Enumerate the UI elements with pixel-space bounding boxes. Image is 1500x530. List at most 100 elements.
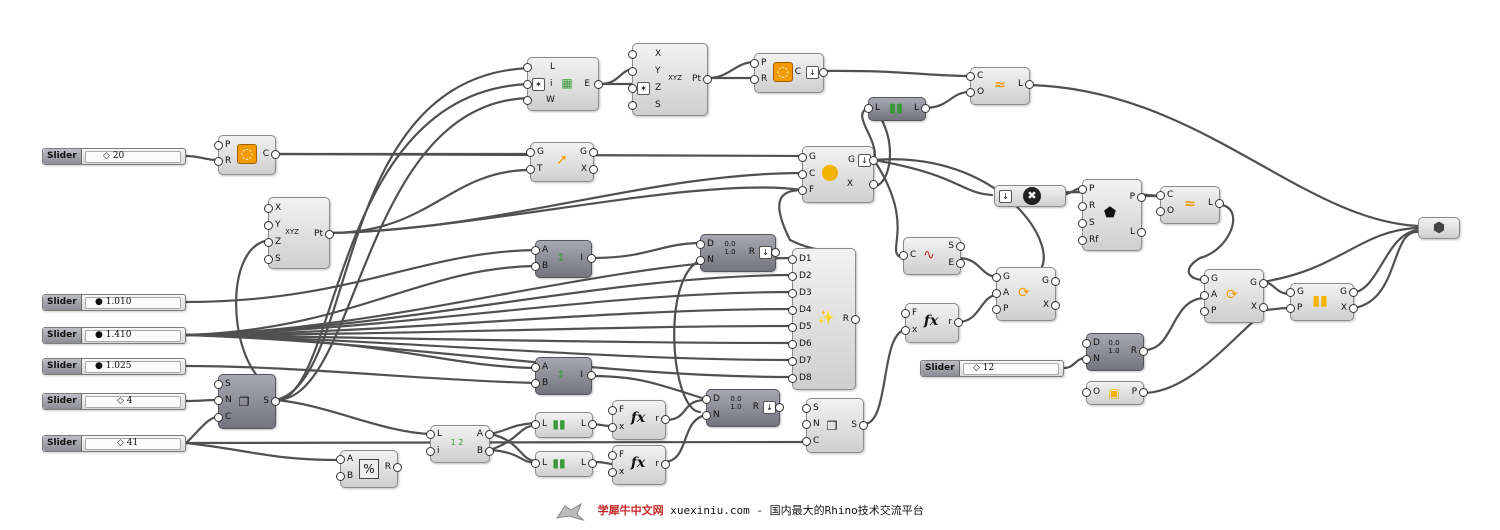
rotate-component[interactable]: G A P ⟳ G X bbox=[992, 267, 1060, 321]
port-grip[interactable] bbox=[1200, 275, 1209, 284]
plane-component[interactable]: O ▣ P bbox=[1082, 381, 1148, 405]
slider-track[interactable] bbox=[85, 297, 181, 309]
port-grip[interactable] bbox=[588, 459, 597, 468]
port-grip[interactable] bbox=[526, 148, 535, 157]
evaluate-length-component[interactable]: L i W ✶ ▦ E bbox=[523, 57, 603, 111]
port-grip[interactable] bbox=[851, 315, 860, 324]
series-component-2[interactable]: S N C ❐ S bbox=[802, 398, 868, 453]
port-grip[interactable] bbox=[1259, 303, 1268, 312]
port-grip[interactable] bbox=[608, 406, 617, 415]
port-grip[interactable] bbox=[859, 421, 868, 430]
port-grip[interactable] bbox=[531, 363, 540, 372]
graft-toggle[interactable]: ✶ bbox=[532, 78, 545, 91]
port-grip[interactable] bbox=[264, 221, 273, 230]
gradient-component[interactable]: D1 D2 D3 D4 D5 D6 D7 D8 ✨ R bbox=[788, 248, 860, 390]
reverse-list-component-2[interactable]: L ▮▮ L bbox=[531, 451, 597, 477]
slider-track[interactable] bbox=[85, 151, 181, 163]
port-grip[interactable] bbox=[992, 305, 1001, 314]
port-grip[interactable] bbox=[608, 451, 617, 460]
construct-point-component-2[interactable]: X Y Z S XYZ Pt bbox=[264, 197, 334, 269]
port-grip[interactable] bbox=[426, 430, 435, 439]
port-grip[interactable] bbox=[271, 150, 280, 159]
port-grip[interactable] bbox=[588, 420, 597, 429]
series-component[interactable]: S N C ❐ S bbox=[214, 374, 280, 429]
port-grip[interactable] bbox=[628, 67, 637, 76]
slider-track[interactable] bbox=[85, 438, 181, 450]
curve-component[interactable]: C ∿ S E bbox=[899, 237, 965, 275]
port-grip[interactable] bbox=[523, 63, 532, 72]
scale-component[interactable]: G T ➚ G X bbox=[526, 142, 598, 182]
port-grip[interactable] bbox=[523, 96, 532, 105]
port-grip[interactable] bbox=[587, 254, 596, 263]
port-grip[interactable] bbox=[1051, 301, 1060, 310]
slider-20[interactable]: Slider ◇ 20 bbox=[42, 148, 186, 165]
port-grip[interactable] bbox=[1349, 304, 1358, 313]
mirror-component[interactable]: G P ▮▮ G X bbox=[1286, 283, 1358, 321]
port-grip[interactable] bbox=[1078, 185, 1087, 194]
port-grip[interactable] bbox=[901, 309, 910, 318]
slider-41[interactable]: Slider ◇ 41 bbox=[42, 435, 186, 452]
port-grip[interactable] bbox=[750, 75, 759, 84]
port-grip[interactable] bbox=[526, 165, 535, 174]
slider-1010[interactable]: Slider ● 1.010 bbox=[42, 294, 186, 311]
port-grip[interactable] bbox=[214, 413, 223, 422]
port-grip[interactable] bbox=[703, 75, 712, 84]
port-grip[interactable] bbox=[587, 371, 596, 380]
port-grip[interactable] bbox=[214, 380, 223, 389]
port-grip[interactable] bbox=[1137, 228, 1146, 237]
slider-4[interactable]: Slider ◇ 4 bbox=[42, 393, 186, 410]
port-grip[interactable] bbox=[864, 104, 873, 113]
port-grip[interactable] bbox=[393, 463, 402, 472]
expression-component-3[interactable]: F x fx r bbox=[901, 303, 963, 343]
port-grip[interactable] bbox=[628, 50, 637, 59]
port-grip[interactable] bbox=[802, 420, 811, 429]
slider-track[interactable] bbox=[963, 363, 1059, 375]
port-grip[interactable] bbox=[485, 430, 494, 439]
port-grip[interactable] bbox=[802, 404, 811, 413]
list-item-component[interactable]: L i 1 2 A B bbox=[426, 425, 494, 463]
graft-toggle[interactable]: ✶ bbox=[637, 82, 650, 95]
port-grip[interactable] bbox=[1139, 388, 1148, 397]
geometry-param[interactable]: ⬢ bbox=[1418, 217, 1460, 239]
cull-component[interactable]: ↓ ✖ bbox=[994, 185, 1066, 207]
slider-12[interactable]: Slider ◇ 12 bbox=[920, 360, 1064, 377]
range-component-3[interactable]: D N 0.0 1.0 R bbox=[1082, 333, 1148, 371]
port-grip[interactable] bbox=[214, 396, 223, 405]
expression-component-2[interactable]: F x fx r bbox=[608, 445, 670, 485]
list-component-top[interactable]: C O ≈ L bbox=[966, 67, 1034, 105]
port-grip[interactable] bbox=[954, 318, 963, 327]
port-grip[interactable] bbox=[1215, 199, 1224, 208]
port-grip[interactable] bbox=[702, 395, 711, 404]
circle-component[interactable]: P R ◌ C bbox=[214, 135, 280, 175]
division-component[interactable]: A B % R bbox=[336, 450, 402, 488]
port-grip[interactable] bbox=[788, 255, 797, 264]
port-grip[interactable] bbox=[788, 374, 797, 383]
port-grip[interactable] bbox=[1286, 304, 1295, 313]
port-grip[interactable] bbox=[696, 256, 705, 265]
remap-component[interactable]: A B ↕ I bbox=[531, 240, 596, 278]
port-grip[interactable] bbox=[531, 420, 540, 429]
port-grip[interactable] bbox=[1286, 288, 1295, 297]
port-grip[interactable] bbox=[788, 357, 797, 366]
port-grip[interactable] bbox=[1051, 277, 1060, 286]
port-grip[interactable] bbox=[531, 262, 540, 271]
port-grip[interactable] bbox=[1082, 339, 1091, 348]
port-grip[interactable] bbox=[992, 273, 1001, 282]
port-grip[interactable] bbox=[775, 403, 784, 412]
port-grip[interactable] bbox=[798, 170, 807, 179]
port-grip[interactable] bbox=[869, 156, 878, 165]
port-grip[interactable] bbox=[1259, 279, 1268, 288]
port-grip[interactable] bbox=[589, 165, 598, 174]
port-grip[interactable] bbox=[956, 242, 965, 251]
port-grip[interactable] bbox=[264, 255, 273, 264]
port-grip[interactable] bbox=[336, 455, 345, 464]
port-grip[interactable] bbox=[661, 415, 670, 424]
port-grip[interactable] bbox=[628, 84, 637, 93]
slider-1410[interactable]: Slider ● 1.410 bbox=[42, 327, 186, 344]
port-grip[interactable] bbox=[901, 326, 910, 335]
slider-track[interactable] bbox=[85, 396, 181, 408]
port-grip[interactable] bbox=[819, 68, 828, 77]
port-grip[interactable] bbox=[271, 397, 280, 406]
port-grip[interactable] bbox=[798, 153, 807, 162]
circle-component-2[interactable]: P R ◌ C ↓ bbox=[750, 53, 828, 93]
